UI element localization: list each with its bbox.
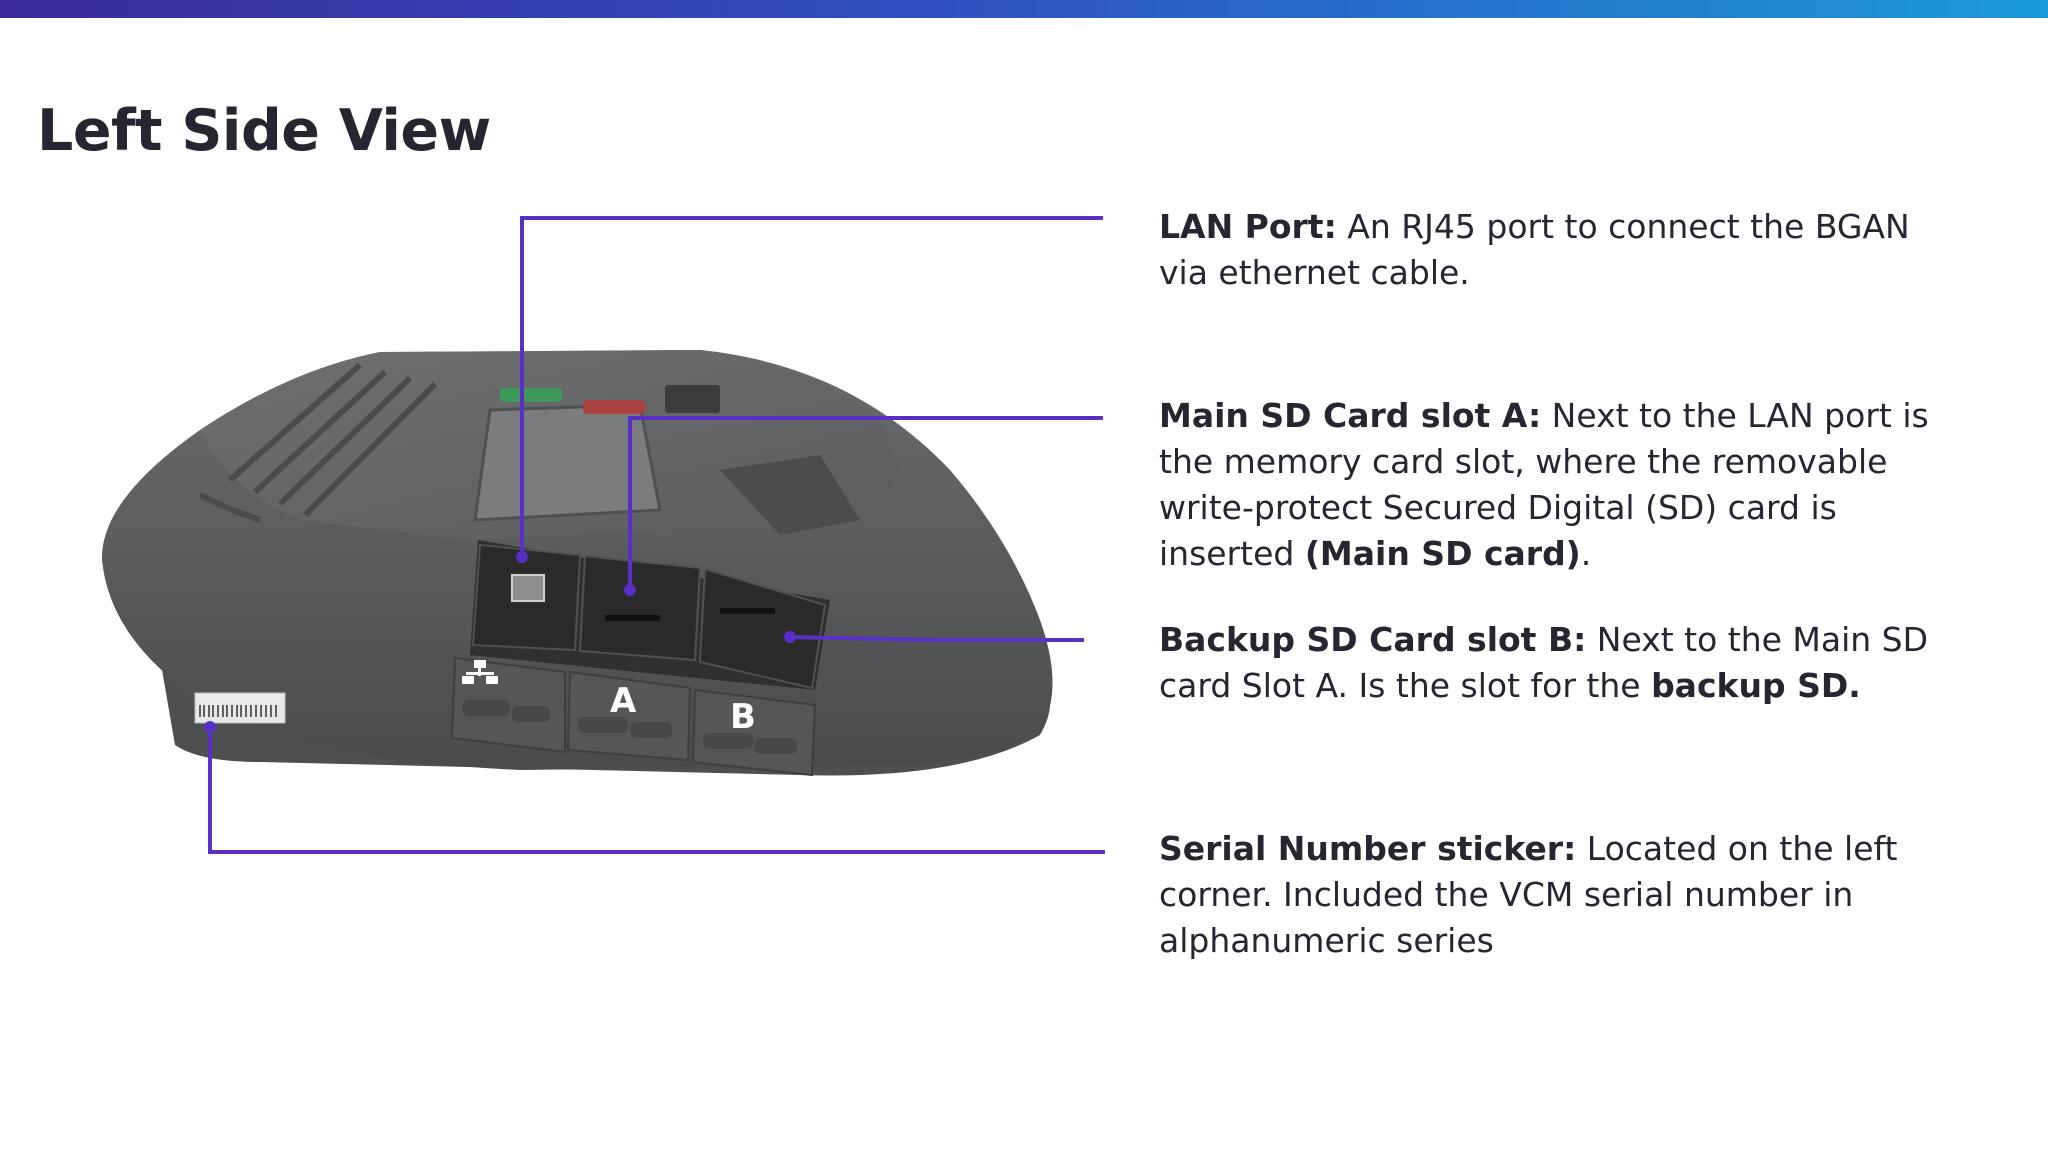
ethernet-port-icon — [511, 574, 545, 602]
callout-backup-sd-emphasis: backup SD. — [1651, 666, 1861, 705]
serial-sticker — [194, 692, 286, 724]
leader-line-backup-sd — [789, 635, 1084, 642]
callout-main-sd-emphasis: (Main SD card) — [1304, 534, 1581, 573]
device-screen — [473, 403, 662, 522]
callout-serial-text: Located on the left corner. Included the… — [1159, 829, 1898, 960]
callout-serial-sticker: Serial Number sticker: Located on the le… — [1159, 826, 1959, 964]
callout-main-sd-label: Main SD Card slot A: — [1159, 396, 1542, 435]
callout-serial-label: Serial Number sticker: — [1159, 829, 1577, 868]
slot-b-letter: B — [730, 697, 756, 737]
callout-main-sd-slot: Main SD Card slot A: Next to the LAN por… — [1159, 393, 1959, 577]
callout-backup-sd-label: Backup SD Card slot B: — [1159, 620, 1587, 659]
leader-line-lan — [520, 216, 1103, 555]
top-accent-bar — [0, 0, 2048, 18]
callout-lan-label: LAN Port: — [1159, 207, 1337, 246]
leader-dot-serial — [204, 721, 216, 733]
red-button — [583, 400, 645, 414]
top-slot — [665, 385, 720, 413]
slot-a-letter: A — [610, 681, 637, 721]
green-button — [500, 388, 562, 402]
leader-lines — [208, 216, 1105, 854]
network-icon — [462, 660, 498, 684]
callout-main-sd-suffix: . — [1580, 534, 1592, 573]
leader-dot-backup-sd — [784, 631, 796, 643]
callout-backup-sd-slot: Backup SD Card slot B: Next to the Main … — [1159, 617, 1959, 709]
leader-line-serial — [208, 727, 1105, 854]
leader-dot-main-sd — [624, 584, 636, 596]
leader-line-main-sd — [628, 416, 1103, 590]
page-title: Left Side View — [37, 98, 491, 164]
callout-lan-port: LAN Port: An RJ45 port to connect the BG… — [1159, 204, 1959, 296]
leader-dot-lan — [516, 551, 528, 563]
sd-slot-b-icon — [720, 608, 775, 614]
callout-main-sd-text: Next to the LAN port is the memory card … — [1159, 396, 1929, 573]
sd-slot-a-icon — [605, 615, 660, 621]
vent-ridges — [198, 362, 438, 523]
callout-lan-text: An RJ45 port to connect the BGAN via eth… — [1159, 207, 1910, 292]
callout-backup-sd-text: Next to the Main SD card Slot A. Is the … — [1159, 620, 1929, 705]
